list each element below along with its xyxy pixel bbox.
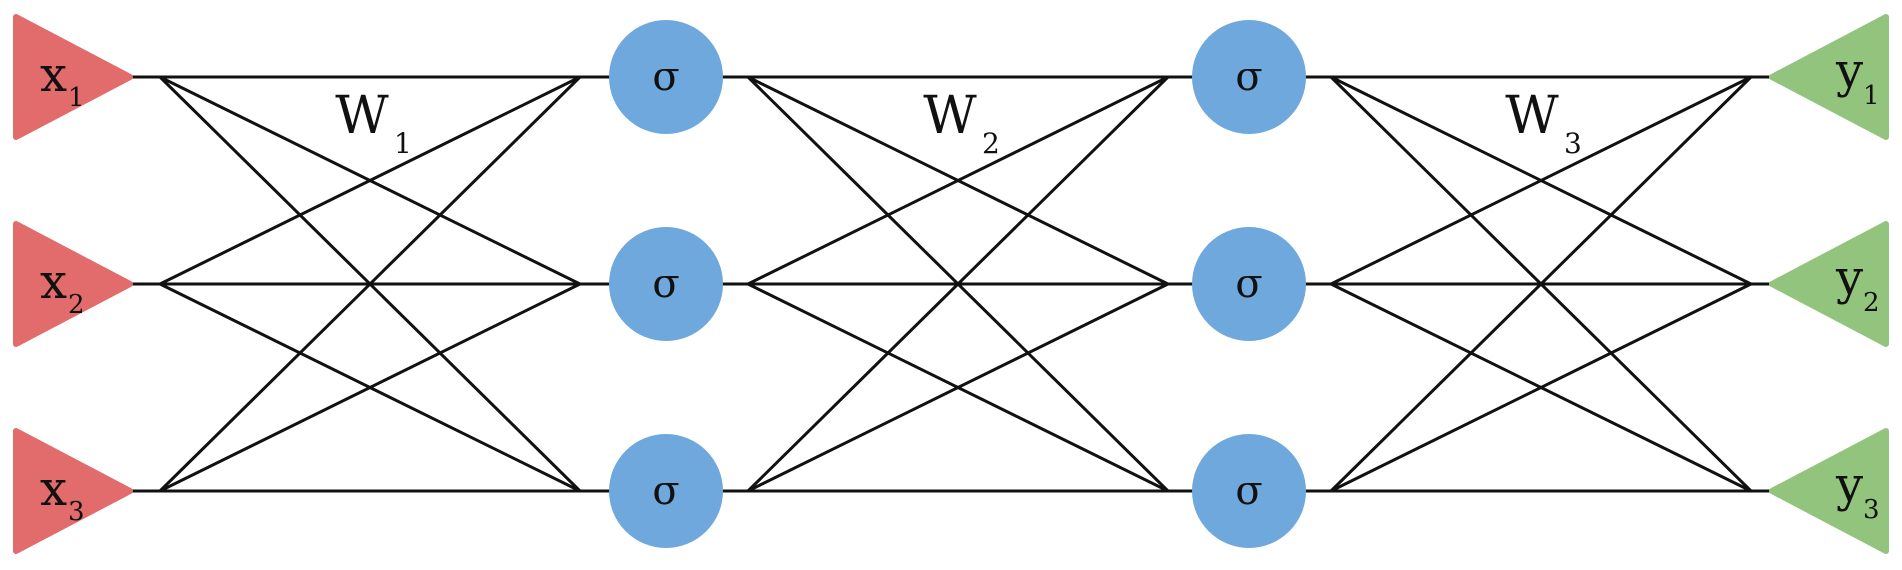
output-subscript: 1 xyxy=(1863,81,1880,111)
activation-symbol: σ xyxy=(1235,261,1262,307)
hidden-node-2-3: σ xyxy=(1192,434,1306,548)
input-subscript: 3 xyxy=(68,497,85,527)
weight-edge-3 xyxy=(1330,75,1752,286)
hidden-circle xyxy=(1192,227,1306,341)
output-triangle xyxy=(1769,14,1889,140)
input-symbol: x xyxy=(40,47,67,103)
hidden-circle xyxy=(609,434,723,548)
output-triangle xyxy=(1769,428,1889,554)
output-symbol: y xyxy=(1835,43,1863,99)
weight-edge-3 xyxy=(1330,282,1752,493)
hidden-circle xyxy=(609,227,723,341)
input-triangle xyxy=(13,14,133,140)
weight-edge-1 xyxy=(158,75,582,493)
weight-edge-2 xyxy=(747,282,1169,493)
hidden-node-1-3: σ xyxy=(609,434,723,548)
input-subscript: 2 xyxy=(68,290,85,320)
hidden-circle xyxy=(1192,20,1306,134)
input-subscript: 1 xyxy=(68,83,85,113)
weight-edge-3 xyxy=(1329,75,1753,493)
input-triangle xyxy=(13,428,133,554)
input-triangle xyxy=(13,221,133,347)
output-triangle xyxy=(1769,221,1889,347)
weight-subscript: 1 xyxy=(394,127,412,160)
weight-subscript: 3 xyxy=(1564,127,1582,160)
output-symbol: y xyxy=(1835,457,1863,513)
output-subscript: 3 xyxy=(1863,495,1880,525)
output-subscript: 2 xyxy=(1863,288,1880,318)
hidden-node-1-1: σ xyxy=(609,20,723,134)
output-symbol: y xyxy=(1835,250,1863,306)
activation-symbol: σ xyxy=(1235,54,1262,100)
input-symbol: x xyxy=(40,254,67,310)
weight-edge-1 xyxy=(159,282,581,493)
weight-symbol: W xyxy=(1505,86,1559,146)
hidden-circle xyxy=(609,20,723,134)
connection-edges xyxy=(130,75,1772,493)
weight-symbol: W xyxy=(923,86,977,146)
weight-edge-2 xyxy=(747,75,1169,286)
activation-symbol: σ xyxy=(652,468,679,514)
hidden-node-2-1: σ xyxy=(1192,20,1306,134)
weight-subscript: 2 xyxy=(982,127,1000,160)
weight-edge-1 xyxy=(159,75,581,286)
hidden-node-1-2: σ xyxy=(609,227,723,341)
weight-symbol: W xyxy=(335,86,389,146)
weight-edge-2 xyxy=(746,75,1170,493)
activation-symbol: σ xyxy=(652,54,679,100)
hidden-circle xyxy=(1192,434,1306,548)
activation-symbol: σ xyxy=(652,261,679,307)
input-symbol: x xyxy=(40,461,67,517)
hidden-node-2-2: σ xyxy=(1192,227,1306,341)
activation-symbol: σ xyxy=(1235,468,1262,514)
